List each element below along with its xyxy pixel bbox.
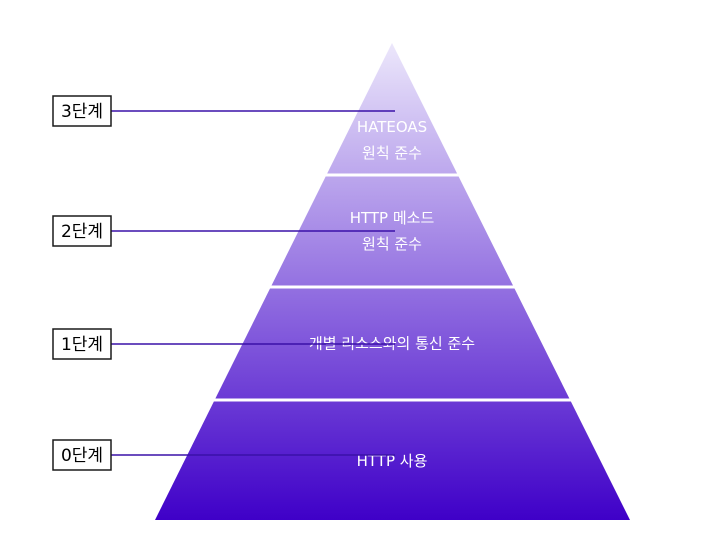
pyramid-level-0-text-0: HTTP 사용 (357, 452, 428, 470)
pyramid-level-0: HTTP 사용 (155, 401, 630, 520)
level-label-box-1: 1단계 (52, 328, 112, 360)
level-label-3: 3단계 (61, 102, 103, 122)
level-label-box-3: 3단계 (52, 95, 112, 127)
level-label-2: 2단계 (61, 222, 103, 242)
level-label-1: 1단계 (61, 335, 103, 355)
pyramid-level-3-text-1: 원칙 준수 (362, 144, 422, 162)
pyramid-band-3 (327, 43, 458, 174)
level-boxes: 0단계 1단계 2단계 3단계 (52, 95, 112, 471)
pyramid-level-2-text-1: 원칙 준수 (362, 235, 422, 253)
level-label-box-0: 0단계 (52, 439, 112, 471)
level-label-frame-3 (52, 95, 112, 127)
pyramid-band-0 (155, 401, 630, 520)
pyramid-level-3: HATEOAS 원칙 준수 (327, 43, 458, 174)
connectors (111, 110, 395, 456)
level-label-frame-0 (52, 439, 112, 471)
level-label-frame-2 (52, 215, 112, 247)
level-label-frame-1 (52, 328, 112, 360)
level-label-box-2: 2단계 (52, 215, 112, 247)
pyramid-level-3-text-0: HATEOAS (357, 118, 427, 136)
pyramid-level-2-text-0: HTTP 메소드 (350, 209, 435, 227)
level-label-0: 0단계 (61, 446, 103, 466)
